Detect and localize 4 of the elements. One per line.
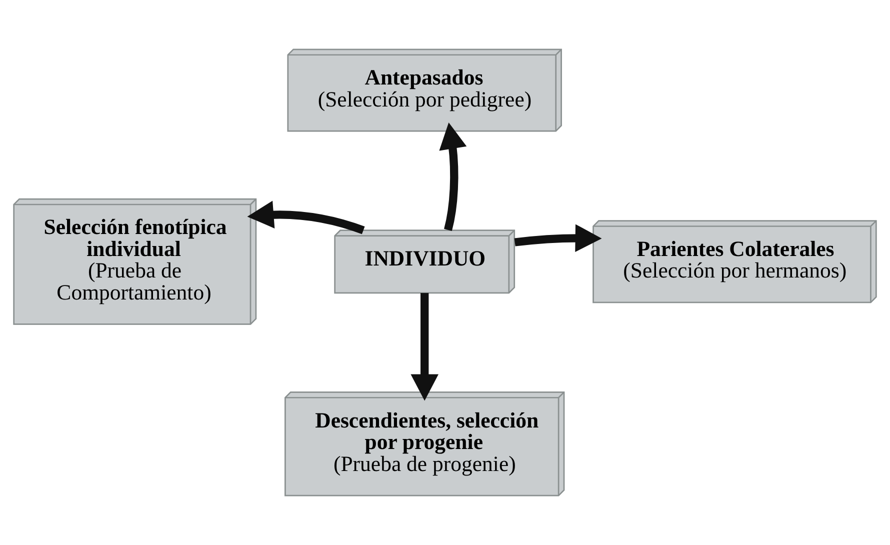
arrow: [247, 200, 365, 234]
arrow: [410, 293, 438, 401]
arrow: [439, 122, 467, 231]
arrow: [514, 224, 602, 252]
